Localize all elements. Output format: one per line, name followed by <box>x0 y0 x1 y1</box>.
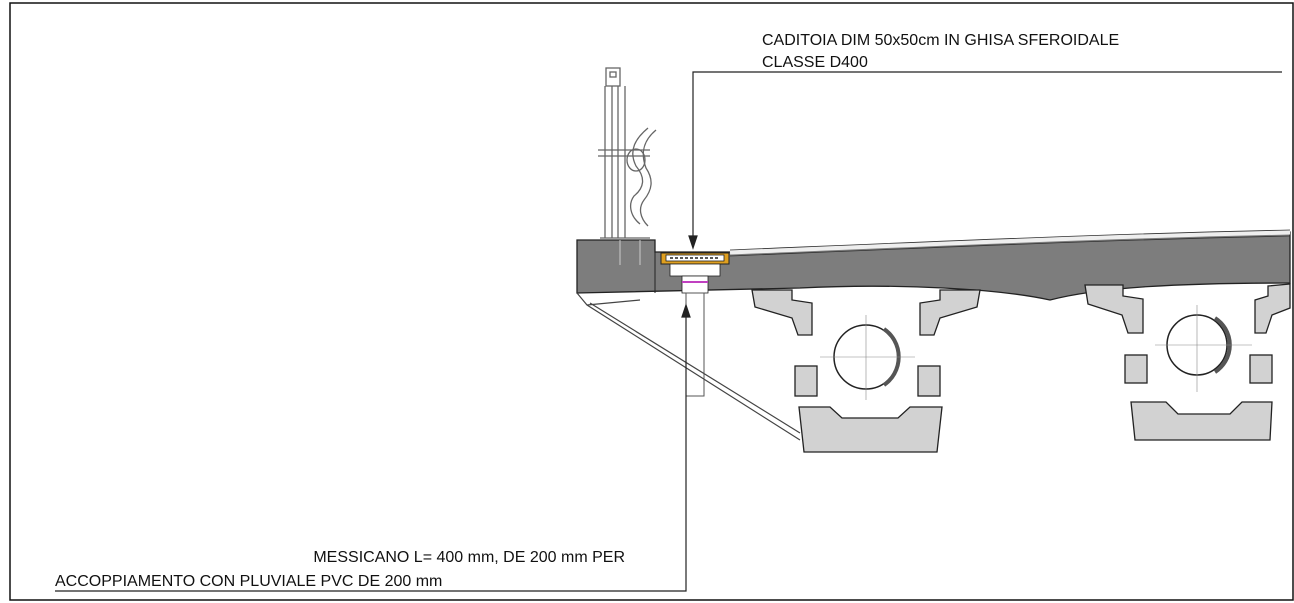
drain-grate <box>660 252 730 277</box>
label-messicano-line1: MESSICANO L= 400 mm, DE 200 mm PER <box>313 549 625 566</box>
drain-pipe <box>681 275 709 397</box>
drawing-border <box>9 2 1294 601</box>
guardrail-post-head <box>605 67 621 87</box>
label-caditoia-line2: CLASSE D400 <box>762 54 868 71</box>
guardrail <box>598 67 657 239</box>
label-caditoia-line1: CADITOIA DIM 50x50cm IN GHISA SFEROIDALE <box>762 32 1119 49</box>
leader-messicano <box>55 303 691 592</box>
road-pavement <box>729 229 1291 255</box>
guardrail-beam <box>629 127 657 227</box>
precast-beam-2 <box>1084 283 1291 441</box>
precast-beam-1 <box>751 289 981 453</box>
cantilever-bracket <box>576 292 801 441</box>
label-messicano-line2: ACCOPPIAMENTO CON PLUVIALE PVC DE 200 mm <box>55 573 442 590</box>
leader-caditoia <box>688 71 1282 250</box>
